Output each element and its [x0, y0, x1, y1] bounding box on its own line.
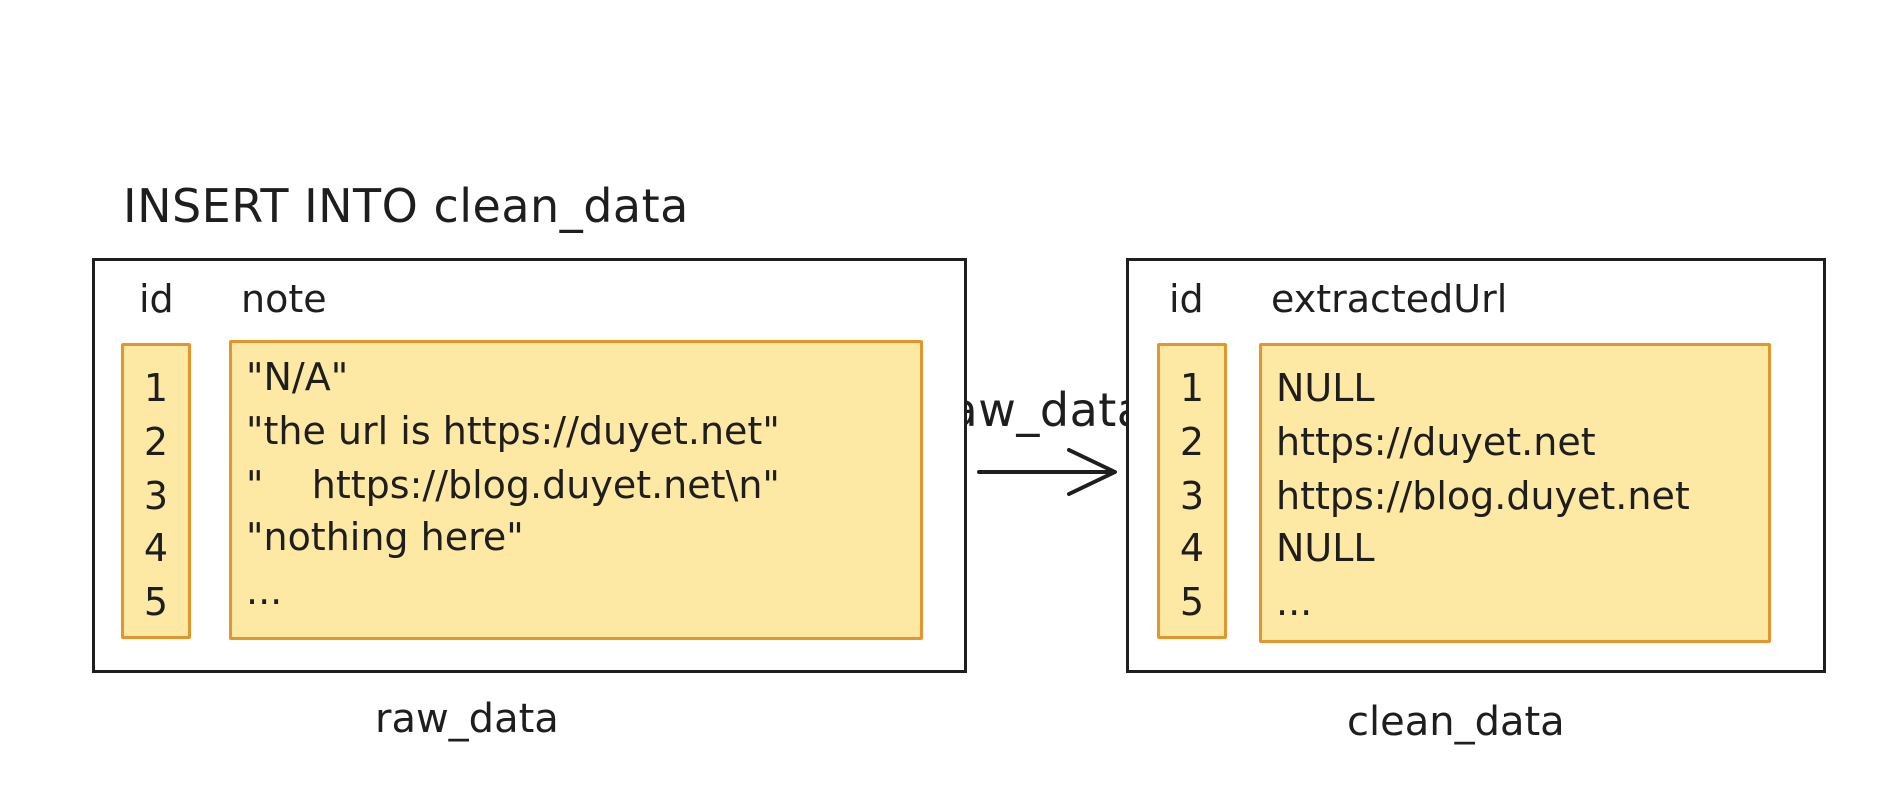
arrow-right-icon: [977, 448, 1117, 496]
clean-id-cell: 2: [1179, 420, 1205, 464]
clean-id-header: id: [1169, 277, 1204, 321]
raw-note-cell: ...: [246, 569, 283, 613]
clean-extractedurl-header: extractedUrl: [1271, 277, 1508, 321]
raw-id-cell: 2: [143, 420, 169, 464]
raw-id-cell: 4: [143, 526, 169, 570]
clean-data-caption: clean_data: [1347, 699, 1565, 745]
raw-note-header: note: [241, 277, 327, 321]
raw-note-cell: "N/A": [246, 355, 349, 399]
clean-extractedurl-cell: NULL: [1276, 526, 1375, 570]
clean-id-cell: 1: [1179, 366, 1205, 410]
raw-data-table: id note 1 2 3 4 5 "N/A" "the url is http…: [92, 258, 967, 673]
clean-extractedurl-cell: https://duyet.net: [1276, 420, 1596, 464]
clean-id-cell: 3: [1179, 474, 1205, 518]
clean-id-cell: 4: [1179, 526, 1205, 570]
raw-id-cell: 1: [143, 366, 169, 410]
raw-note-cell: " https://blog.duyet.net\n": [246, 463, 780, 507]
raw-id-column: 1 2 3 4 5: [121, 343, 191, 639]
raw-note-cell: "nothing here": [246, 515, 524, 559]
clean-extractedurl-cell: NULL: [1276, 366, 1375, 410]
clean-data-table: id extractedUrl 1 2 3 4 5 NULL https://d…: [1126, 258, 1826, 673]
raw-id-cell: 5: [143, 580, 169, 624]
raw-id-cell: 3: [143, 474, 169, 518]
clean-id-cell: 5: [1179, 580, 1205, 624]
clean-extractedurl-column: NULL https://duyet.net https://blog.duye…: [1259, 343, 1771, 643]
raw-note-cell: "the url is https://duyet.net": [246, 409, 780, 453]
raw-note-column: "N/A" "the url is https://duyet.net" " h…: [229, 340, 923, 640]
sql-line-insert: INSERT INTO clean_data: [123, 179, 689, 233]
raw-data-caption: raw_data: [375, 696, 559, 742]
clean-extractedurl-cell: https://blog.duyet.net: [1276, 474, 1690, 518]
clean-id-column: 1 2 3 4 5: [1157, 343, 1227, 639]
raw-id-header: id: [139, 277, 174, 321]
clean-extractedurl-cell: ...: [1276, 580, 1313, 624]
